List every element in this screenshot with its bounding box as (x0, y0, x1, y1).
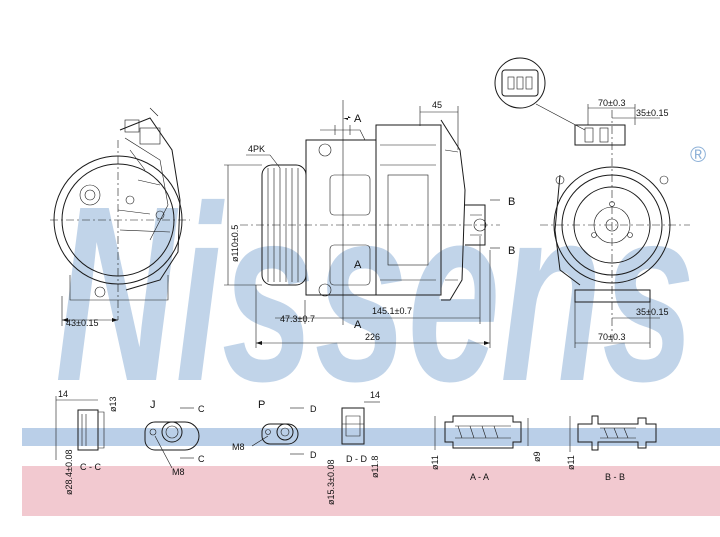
connector-detail (494, 57, 586, 131)
b-dim-11: ø11 (566, 455, 576, 470)
d-dim-11-8: ø11.8 (370, 456, 380, 478)
p-d-bot: D (310, 450, 317, 460)
b-section-caption: B - B (605, 472, 625, 482)
p-thread: M8 (232, 442, 245, 452)
dim-45-label: 45 (432, 100, 442, 110)
compressor-front-view: 70±0.3 35±0.15 35±0.15 70±0.3 (540, 98, 690, 348)
compressor-side-view: A A A B B 4PK ø110±0.5 45 47.3±0.7 145.1… (224, 100, 515, 348)
a-dim-9: ø9 (532, 451, 542, 462)
watermark-logo: Nissens (55, 154, 695, 433)
d-dim-15-3: ø15.3±0.08 (326, 460, 336, 505)
section-a-top: A (354, 113, 362, 125)
label-4pk: 4PK (248, 144, 265, 154)
dim-43-label: 43±0.15 (66, 318, 98, 328)
c-dim-14: 14 (58, 389, 68, 399)
dim-226-label: 226 (365, 332, 380, 342)
dim-70-top-label: 70±0.3 (598, 98, 625, 108)
section-a-mid: A (354, 259, 362, 271)
section-b-bot: B (508, 245, 515, 257)
dim-70-bot-label: 70±0.3 (598, 332, 625, 342)
d-section-caption: D - D (346, 454, 367, 464)
dim-110-label: ø110±0.5 (230, 225, 240, 262)
j-c-top: C (198, 404, 205, 414)
compressor-rear-view: 43±0.15 (50, 107, 190, 328)
j-thread: M8 (172, 467, 185, 477)
section-b-detail: ø11 B - B (566, 415, 657, 482)
j-title: J (150, 399, 156, 411)
dim-145-label: 145.1±0.7 (372, 306, 412, 316)
section-d-detail: 14 ø11.8 ø15.3±0.08 D - D (326, 390, 380, 505)
c-dim-13: ø13 (108, 396, 118, 412)
section-b-top: B (508, 196, 515, 208)
dim-35-top-label: 35±0.15 (636, 108, 668, 118)
pink-band (22, 466, 720, 516)
blue-band (22, 428, 720, 446)
p-title: P (258, 399, 265, 411)
dim-35-bot-label: 35±0.15 (636, 307, 668, 317)
c-section-caption: C - C (80, 462, 101, 472)
section-a-bot: A (354, 319, 362, 331)
p-flange-detail: P D D M8 (232, 399, 317, 460)
j-flange-detail: J C C M8 (144, 399, 205, 477)
registered-mark: ® (690, 142, 706, 167)
a-section-caption: A - A (470, 472, 489, 482)
d-dim-14: 14 (370, 390, 380, 400)
p-d-top: D (310, 404, 317, 414)
a-dim-11: ø11 (430, 455, 440, 470)
j-c-bot: C (198, 454, 205, 464)
section-c-detail: 14 ø13 ø28.4±0.08 C - C (55, 389, 118, 495)
dim-47-label: 47.3±0.7 (280, 314, 315, 324)
section-a-detail: ø11 ø9 A - A (430, 415, 542, 482)
c-dim-28: ø28.4±0.08 (64, 450, 74, 495)
